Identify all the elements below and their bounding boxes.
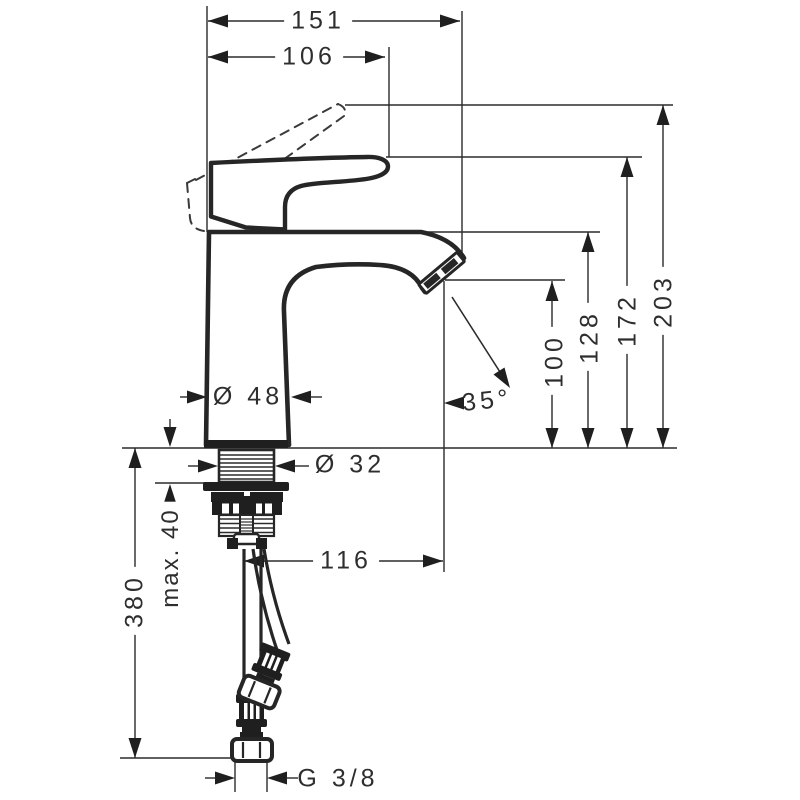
hose-crimp-ribs — [244, 703, 260, 720]
faucet-outline — [203, 154, 467, 448]
dim-label-max-mount-thickness: max. 40 — [157, 501, 184, 615]
extension-lines — [120, 6, 677, 792]
dimension-arrowheads — [128, 14, 670, 785]
dim-label-height-lever: 172 — [614, 286, 642, 354]
dim-label-shank-diameter: Ø 32 — [314, 450, 386, 479]
faucet-body-spout — [203, 229, 467, 448]
supply-hose-angled — [236, 548, 291, 711]
dim-label-reach-handle: 106 — [275, 43, 343, 71]
dim-label-reach-total: 151 — [284, 7, 352, 35]
dim-label-outlet-offset: 116 — [313, 547, 379, 575]
mounting-nut-slots — [222, 503, 272, 514]
dim-label-spray-angle: 35° — [460, 383, 514, 418]
mounting-hardware — [203, 440, 289, 549]
angled-hose-fitting — [236, 642, 291, 711]
lever-handle — [208, 154, 391, 232]
dim-label-height-outlet: 100 — [541, 327, 569, 395]
dim-label-thread-size: G 3/8 — [297, 764, 379, 793]
dim-label-height-lever-max: 203 — [650, 267, 678, 335]
dim-label-hose-length: 380 — [121, 567, 149, 635]
shank-thread-hatch — [220, 454, 273, 480]
aerator — [417, 251, 466, 295]
dim-label-body-diameter: Ø 48 — [212, 382, 284, 411]
dim-label-height-spout: 128 — [576, 303, 604, 371]
